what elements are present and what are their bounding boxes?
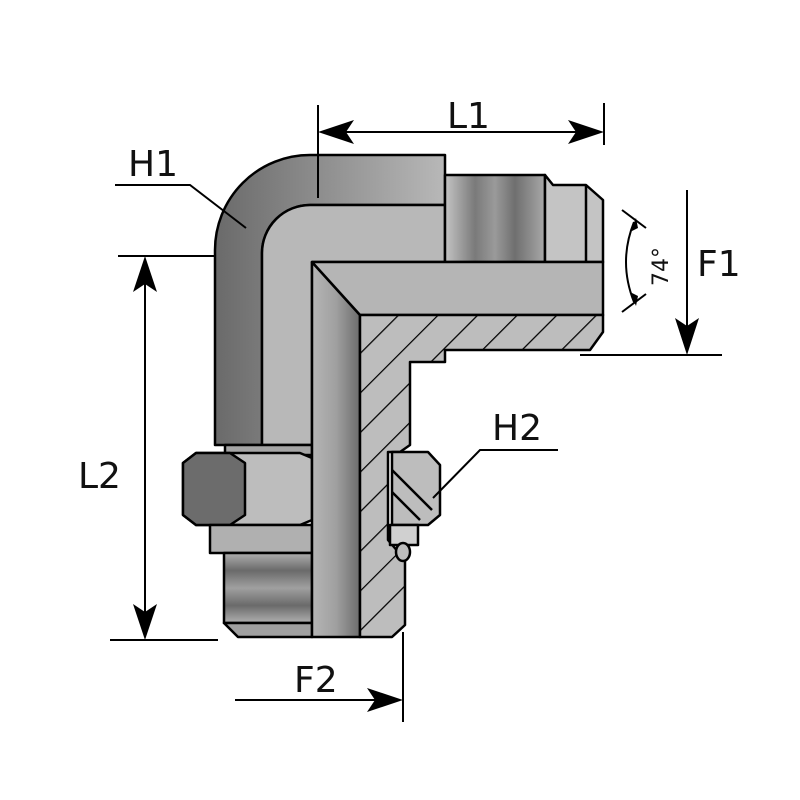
seal-ring — [390, 450, 442, 527]
angle-dimension — [621, 209, 647, 313]
stud-thread — [222, 551, 314, 625]
dimension-L2 — [110, 255, 218, 641]
o-ring — [394, 541, 412, 563]
label-F2: F2 — [294, 660, 338, 701]
label-H2: H2 — [492, 408, 542, 449]
dimension-L1 — [317, 103, 605, 198]
locknut-hex-dark-face — [181, 451, 247, 527]
bore-horizontal — [310, 260, 605, 317]
flare-nose — [543, 173, 605, 264]
hatched-section — [358, 313, 605, 639]
label-L1: L1 — [447, 96, 490, 137]
dimension-F2 — [235, 632, 404, 722]
washer — [208, 523, 314, 555]
label-angle: 74° — [649, 247, 674, 286]
label-H1: H1 — [128, 144, 178, 185]
dimension-F1 — [580, 190, 722, 356]
flare-thread — [443, 173, 547, 264]
leader-H2 — [432, 449, 558, 499]
label-F1: F1 — [697, 244, 741, 285]
leader-H1 — [115, 184, 247, 229]
label-L2: L2 — [78, 456, 121, 497]
bore-section — [310, 260, 362, 639]
